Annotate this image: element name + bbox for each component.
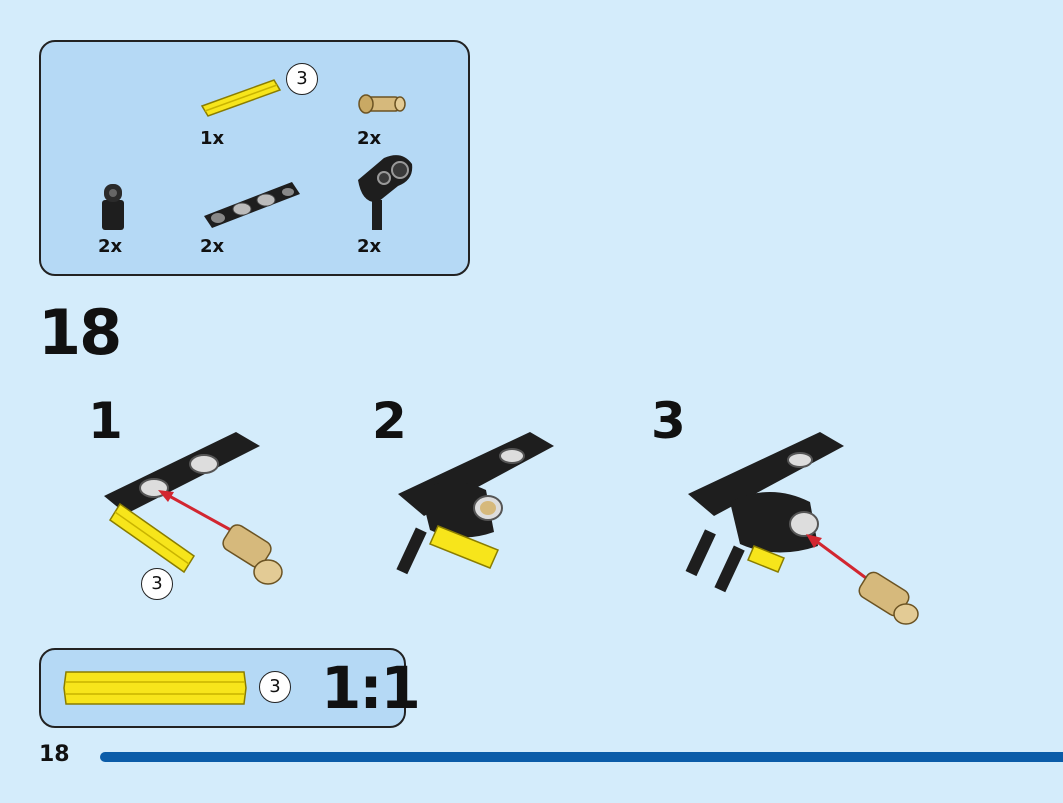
angled-connector-quantity: 2x xyxy=(357,236,382,257)
pin-quantity: 2x xyxy=(357,128,382,149)
substep-3-illustration xyxy=(685,432,919,625)
connector-quantity: 2x xyxy=(98,236,123,257)
substep-1-length-callout: 3 xyxy=(141,568,173,600)
axle-length-callout: 3 xyxy=(286,63,318,95)
connector-part-icon xyxy=(102,184,124,230)
substep-1-illustration xyxy=(104,432,283,585)
beam-part-icon xyxy=(204,182,300,228)
substep-2-illustration xyxy=(396,432,554,575)
progress-bar-fill xyxy=(100,752,1063,762)
progress-bar xyxy=(100,752,1063,762)
pin-part-icon xyxy=(358,94,406,114)
page-number: 18 xyxy=(39,742,70,767)
substep-3-number: 3 xyxy=(651,392,686,450)
substep-1-number: 1 xyxy=(88,392,123,450)
axle-scale-icon xyxy=(63,671,247,705)
beam-quantity: 2x xyxy=(200,236,225,257)
substep-2-number: 2 xyxy=(372,392,407,450)
scale-length-callout: 3 xyxy=(259,671,291,703)
angled-connector-part-icon xyxy=(358,155,413,230)
step-number: 18 xyxy=(38,296,122,369)
axle-quantity: 1x xyxy=(200,128,225,149)
axle-part-icon xyxy=(200,79,282,117)
scale-label: 1:1 xyxy=(321,654,421,722)
